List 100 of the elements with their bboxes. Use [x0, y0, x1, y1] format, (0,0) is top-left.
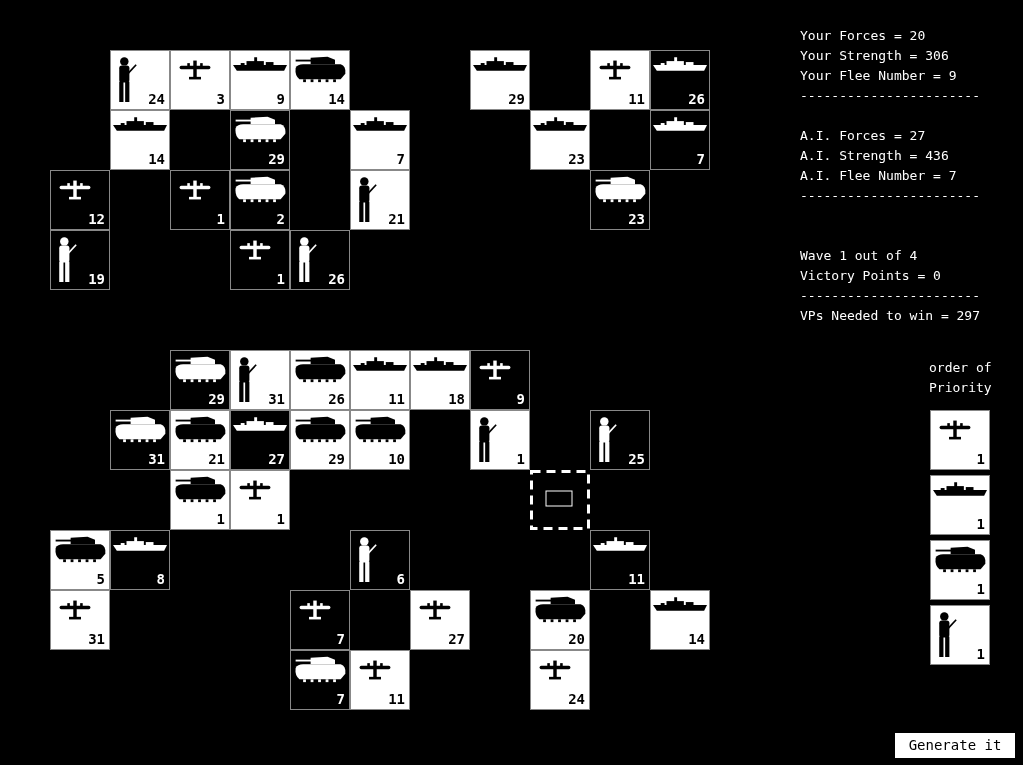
dashed-divider: ----------------------- [800, 188, 980, 204]
stat-line: Your Strength = 306 [800, 48, 949, 64]
strength-number: 1 [216, 211, 225, 227]
strength-number: 7 [336, 691, 345, 707]
unit-tile [930, 475, 990, 535]
strength-number: 14 [688, 631, 705, 647]
strength-number: 3 [216, 91, 225, 107]
unit-tile [410, 350, 470, 410]
unit-tile [50, 590, 110, 650]
strength-number: 31 [268, 391, 285, 407]
unit-tile [230, 170, 290, 230]
unit-tile [230, 470, 290, 530]
unit-tile [410, 590, 470, 650]
unit-tile [470, 50, 530, 110]
unit-tile [170, 470, 230, 530]
unit-tile [170, 410, 230, 470]
unit-tile [290, 650, 350, 710]
unit-tile [470, 350, 530, 410]
stat-line: Wave 1 out of 4 [800, 248, 918, 264]
stat-line: Victory Points = 0 [800, 268, 941, 284]
unit-tile [650, 50, 710, 110]
strength-number: 31 [148, 451, 165, 467]
unit-tile [230, 50, 290, 110]
strength-number: 1 [976, 581, 985, 597]
strength-number: 29 [328, 451, 345, 467]
unit-tile [230, 110, 290, 170]
strength-number: 9 [516, 391, 525, 407]
unit-tile [930, 605, 990, 665]
strength-number: 14 [148, 151, 165, 167]
unit-tile [290, 50, 350, 110]
dashed-divider: ----------------------- [800, 288, 980, 304]
strength-number: 20 [568, 631, 585, 647]
strength-number: 2 [276, 211, 285, 227]
unit-tile [230, 410, 290, 470]
strength-number: 26 [688, 91, 705, 107]
stat-line: VPs Needed to win = 297 [800, 308, 980, 324]
unit-tile [930, 540, 990, 600]
unit-tile [530, 590, 590, 650]
unit-tile [350, 650, 410, 710]
strength-number: 21 [208, 451, 225, 467]
strength-number: 1 [976, 451, 985, 467]
strength-number: 19 [88, 271, 105, 287]
strength-number: 31 [88, 631, 105, 647]
unit-tile [590, 410, 650, 470]
unit-tile [170, 50, 230, 110]
strength-number: 26 [328, 391, 345, 407]
strength-number: 26 [328, 271, 345, 287]
strength-number: 6 [396, 571, 405, 587]
unit-tile [590, 50, 650, 110]
unit-tile [170, 350, 230, 410]
strength-number: 25 [628, 451, 645, 467]
strength-number: 27 [448, 631, 465, 647]
strength-number: 23 [628, 211, 645, 227]
unit-tile [590, 170, 650, 230]
stat-line: A.I. Flee Number = 7 [800, 168, 957, 184]
strength-number: 29 [508, 91, 525, 107]
unit-tile [50, 530, 110, 590]
unit-tile [110, 110, 170, 170]
unit-tile [930, 410, 990, 470]
strength-number: 12 [88, 211, 105, 227]
unit-tile [350, 530, 410, 590]
strength-number: 1 [276, 271, 285, 287]
unit-tile [290, 590, 350, 650]
dashed-divider: ----------------------- [800, 88, 980, 104]
stat-line: A.I. Strength = 436 [800, 148, 949, 164]
unit-tile [230, 350, 290, 410]
unit-tile [50, 170, 110, 230]
unit-tile [290, 230, 350, 290]
strength-number: 29 [208, 391, 225, 407]
strength-number: 11 [628, 91, 645, 107]
strength-number: 23 [568, 151, 585, 167]
stat-line: A.I. Forces = 27 [800, 128, 926, 144]
unit-tile [170, 170, 230, 230]
unit-tile [110, 410, 170, 470]
stat-line: Your Forces = 20 [800, 28, 926, 44]
strength-number: 24 [148, 91, 165, 107]
selection-cursor [530, 470, 590, 530]
strength-number: 18 [448, 391, 465, 407]
unit-tile [650, 110, 710, 170]
section-heading: order of Priority [929, 359, 993, 397]
strength-number: 9 [276, 91, 285, 107]
unit-tile [290, 410, 350, 470]
unit-tile [350, 110, 410, 170]
stat-line: Your Flee Number = 9 [800, 68, 957, 84]
strength-number: 24 [568, 691, 585, 707]
strength-number: 7 [696, 151, 705, 167]
unit-tile [650, 590, 710, 650]
strength-number: 14 [328, 91, 345, 107]
strength-number: 7 [336, 631, 345, 647]
strength-number: 1 [976, 646, 985, 662]
strength-number: 7 [396, 151, 405, 167]
unit-tile [50, 230, 110, 290]
strength-number: 1 [516, 451, 525, 467]
strength-number: 8 [156, 571, 165, 587]
strength-number: 21 [388, 211, 405, 227]
generate-button: Generate it [895, 733, 1015, 758]
unit-tile [350, 350, 410, 410]
unit-tile [530, 650, 590, 710]
strength-number: 27 [268, 451, 285, 467]
unit-tile [110, 50, 170, 110]
